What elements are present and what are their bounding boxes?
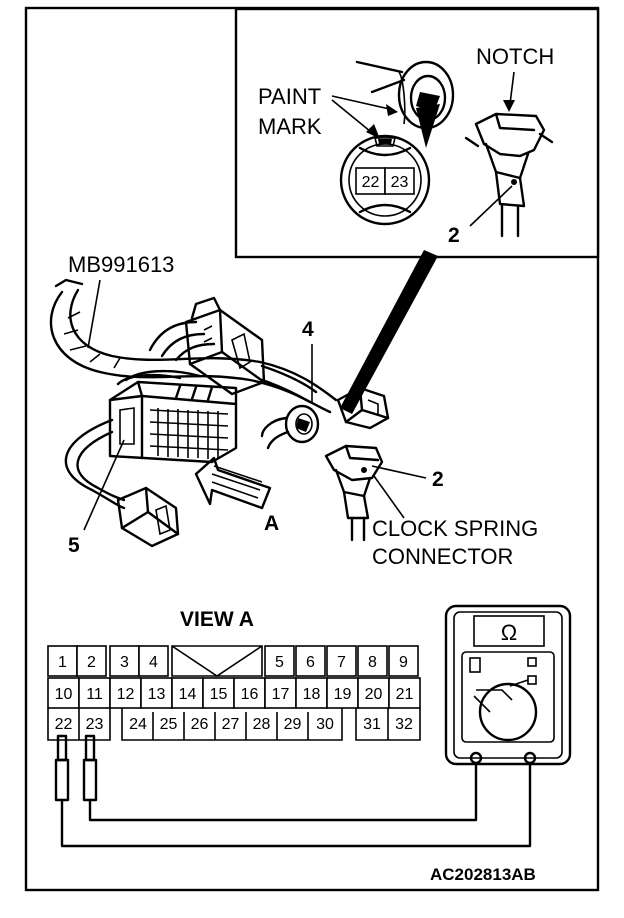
pin-22: 22 (55, 716, 73, 733)
inset-frame (234, 7, 600, 259)
pin-14: 14 (179, 686, 197, 703)
clock-spring-connector (324, 444, 384, 542)
callout-5: 5 (68, 534, 80, 557)
pin-30: 30 (316, 716, 334, 733)
pin-32: 32 (395, 716, 413, 733)
pin-1: 1 (58, 654, 67, 671)
pin-6: 6 (306, 654, 315, 671)
harness-assembly: MB991613 4 (49, 252, 538, 569)
inset-callout-2: 2 (448, 224, 460, 247)
round-connector-4 (260, 404, 320, 450)
pin-23: 23 (86, 716, 104, 733)
pin-26: 26 (191, 716, 209, 733)
pin-25: 25 (160, 716, 178, 733)
callout-4: 4 (302, 318, 314, 341)
paint-mark-label-line1: PAINT (258, 84, 321, 109)
inset-detail: 22 23 PAINT MARK NOTCH 2 (234, 7, 600, 259)
inset-clock-spring-plug (464, 112, 554, 238)
pin-20: 20 (365, 686, 383, 703)
pin-13: 13 (148, 686, 166, 703)
paint-mark-label-line2: MARK (258, 114, 322, 139)
pin-31: 31 (363, 716, 381, 733)
callout-2: 2 (432, 468, 444, 491)
lower-small-plug (116, 486, 180, 548)
pin-2: 2 (87, 654, 96, 671)
pin-28: 28 (253, 716, 271, 733)
paint-mark-leader (331, 95, 395, 111)
pin-row-1: 1 2 3 4 5 6 7 8 9 (47, 645, 419, 677)
pin-19: 19 (334, 686, 352, 703)
inset-connector-face: 22 23 (339, 134, 431, 226)
upper-plug (184, 296, 266, 396)
tool-label: MB991613 (68, 252, 174, 277)
pin-27: 27 (222, 716, 240, 733)
pin-4: 4 (149, 654, 158, 671)
pin-29: 29 (284, 716, 302, 733)
ohm-symbol: Ω (501, 620, 517, 645)
pin-8: 8 (368, 654, 377, 671)
pin-row-2: 10 11 12 13 14 15 16 17 18 19 20 21 (47, 677, 421, 709)
pin-21: 21 (396, 686, 414, 703)
inset-pin-22: 22 (362, 174, 380, 191)
inset-pin-23: 23 (391, 174, 409, 191)
mating-plug (336, 386, 390, 430)
view-a-title: VIEW A (180, 608, 254, 631)
pin-3: 3 (120, 654, 129, 671)
pin-18: 18 (303, 686, 321, 703)
pin-15: 15 (210, 686, 228, 703)
pin-17: 17 (272, 686, 290, 703)
ohmmeter: Ω (444, 604, 572, 766)
notch-label: NOTCH (476, 44, 554, 69)
pin-5: 5 (275, 654, 284, 671)
pin-24: 24 (129, 716, 147, 733)
figure-code: AC202813AB (430, 865, 536, 884)
test-probes (54, 734, 532, 848)
view-a-pinout: VIEW A 1 2 3 4 5 6 7 8 9 (47, 608, 421, 741)
zoom-pointer (340, 250, 438, 414)
pin-9: 9 (399, 654, 408, 671)
clock-spring-label-line2: CONNECTOR (372, 544, 513, 569)
view-a-arrow-label: A (264, 512, 279, 535)
pin-row-3: 22 23 24 25 26 27 28 29 30 31 32 (47, 708, 421, 741)
view-a-arrow (194, 456, 272, 510)
pin-7: 7 (337, 654, 346, 671)
pin-11: 11 (86, 686, 103, 703)
pin-12: 12 (117, 686, 135, 703)
pin-10: 10 (55, 686, 73, 703)
pin-16: 16 (241, 686, 259, 703)
clock-spring-label-line1: CLOCK SPRING (372, 516, 538, 541)
connector-5 (108, 369, 238, 464)
